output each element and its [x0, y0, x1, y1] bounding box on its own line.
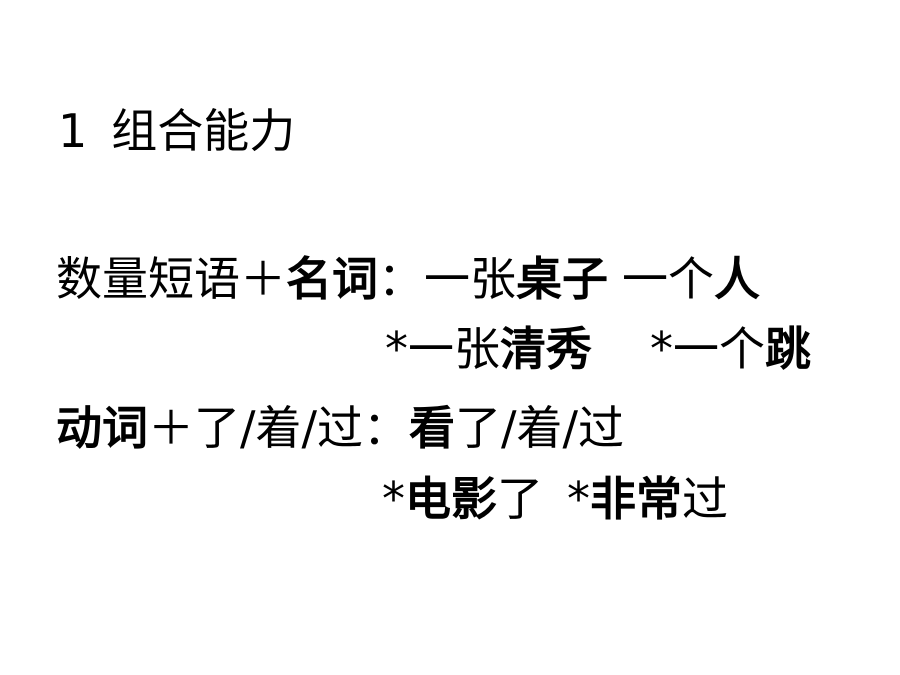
title-number: 1	[58, 104, 88, 158]
noun-counterexample-line: *一张清秀*一个跳	[385, 326, 811, 372]
noun-rule-colon: ：	[378, 252, 424, 306]
noun-rule-keyword: 名词	[286, 252, 378, 306]
noun-example1-prefix: 一张	[424, 252, 516, 306]
title-text: 组合能力	[111, 104, 296, 158]
verb-bad1-star: *	[382, 472, 405, 526]
noun-example2-prefix: 一个	[622, 252, 714, 306]
verb-bad2-word: 非常	[590, 472, 682, 526]
verb-bad2-star: *	[567, 472, 590, 526]
verb-rule-line: 动词＋了/着/过：看了/着/过	[56, 405, 624, 451]
verb-example-suffix: 了/着/过	[455, 401, 624, 455]
noun-rule-prefix: 数量短语＋	[56, 252, 286, 306]
noun-bad2-word: 跳	[765, 322, 811, 376]
noun-rule-line: 数量短语＋名词：一张桌子一个人	[56, 256, 760, 302]
verb-rule-keyword: 动词	[56, 401, 148, 455]
noun-bad1-prefix: *一张	[385, 322, 500, 376]
noun-example2-word: 人	[714, 252, 760, 306]
verb-example-word: 看	[409, 401, 455, 455]
verb-bad1-suffix: 了	[497, 472, 543, 526]
verb-bad1-word: 电影	[405, 472, 497, 526]
noun-bad1-word: 清秀	[500, 322, 592, 376]
verb-bad2-suffix: 过	[682, 472, 728, 526]
noun-example1-word: 桌子	[516, 252, 608, 306]
verb-rule-suffix: ＋了/着/过：	[148, 401, 409, 455]
noun-bad2-prefix: *一个	[650, 322, 765, 376]
verb-counterexample-line: *电影了*非常过	[382, 476, 728, 522]
